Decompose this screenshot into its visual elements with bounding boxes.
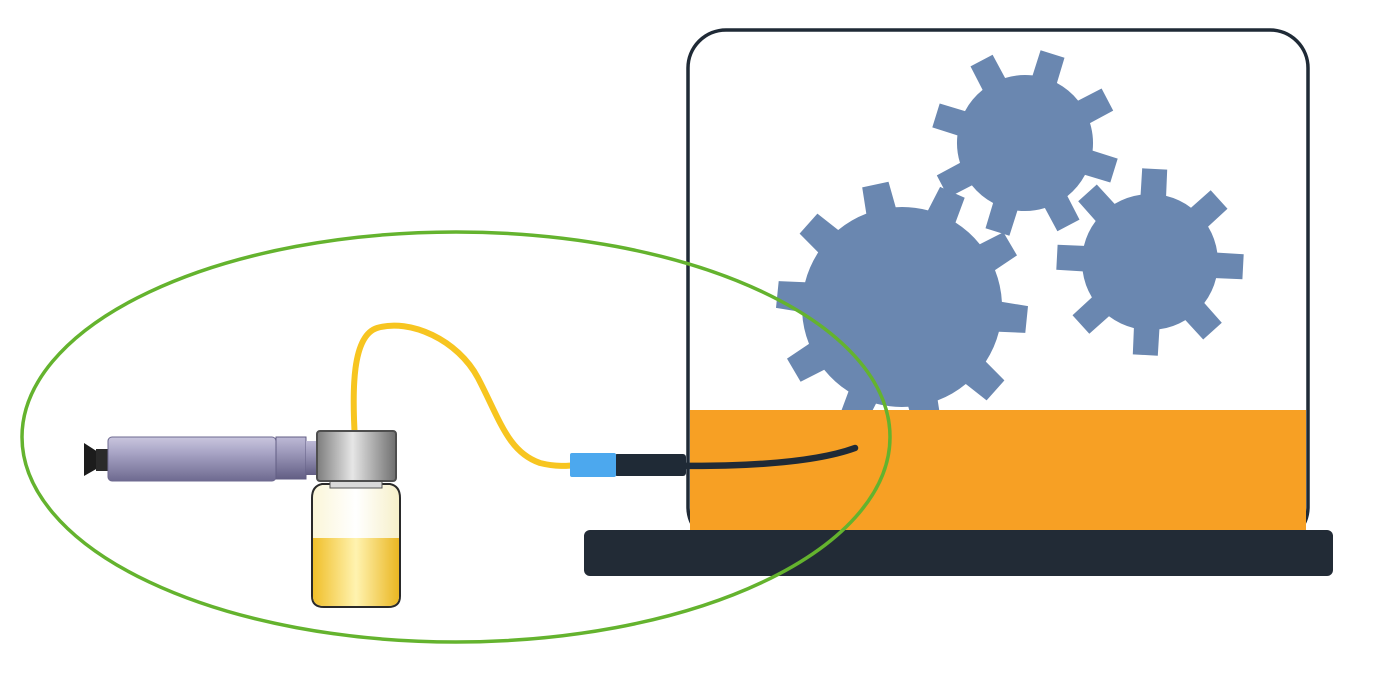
gear-icon-large (776, 181, 1028, 433)
sampling-line (350, 322, 859, 477)
yellow-tube (350, 322, 581, 469)
reactor-vessel (584, 28, 1333, 576)
vessel-liquid (690, 410, 1306, 530)
blue-connector (570, 453, 616, 477)
gear-icon-right (1056, 168, 1244, 356)
syringe-icon (84, 436, 320, 482)
gear-icon-top (932, 50, 1118, 236)
valve-block (316, 430, 397, 482)
syringe-nozzle (96, 449, 110, 471)
selection-ellipse (20, 230, 892, 644)
vial-icon (311, 473, 401, 608)
gear-group (776, 50, 1244, 433)
valve-body (316, 430, 397, 482)
base-plate (584, 530, 1333, 576)
probe-housing (614, 454, 686, 476)
vial-liquid (313, 538, 399, 606)
syringe-collar (275, 436, 307, 480)
syringe-barrel (107, 436, 277, 482)
syringe-tip (84, 443, 98, 476)
